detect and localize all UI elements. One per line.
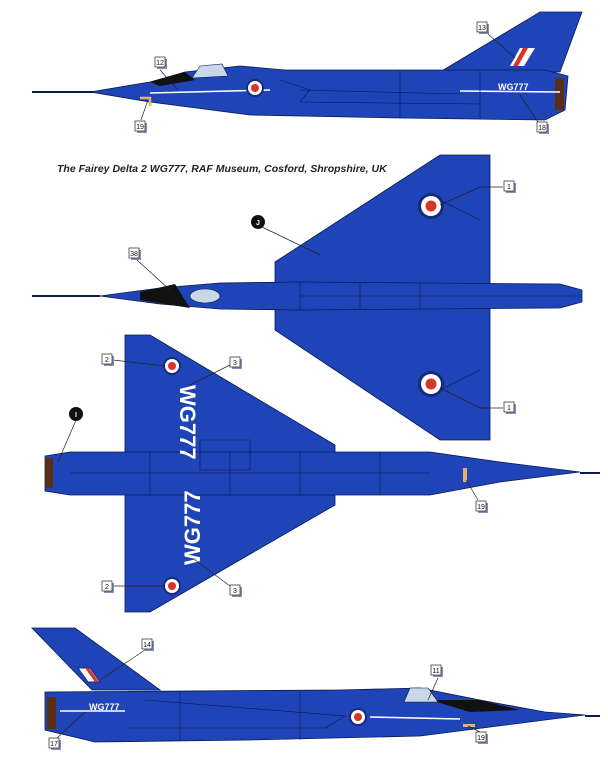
callout-label: 3 [233,360,237,367]
callout-11: 11 [427,664,443,701]
callout-label: 1 [507,405,511,412]
callout-label: 19 [477,735,485,742]
exhaust [555,78,564,110]
roundel-lower [163,577,181,595]
callout-label: 18 [538,125,546,132]
side-view-left: WG777 [32,11,583,121]
callout-label: 17 [50,741,58,748]
roundel [349,708,367,726]
fin-flash-red [85,668,99,682]
serial-marking: WG777 [498,82,529,92]
top-view [32,154,583,441]
callout-1-upper: 1 [439,180,516,206]
roundel [246,79,264,97]
cheatline [369,716,461,720]
callout-label: 13 [478,25,486,32]
roundel-lower [418,371,444,397]
marker-label: I [75,412,77,419]
canopy [189,288,221,304]
callout-3-upper: 3 [189,356,242,386]
marker-i: I [57,407,83,463]
fuselage [44,451,581,496]
callout-19-bottom: 19 [465,479,488,513]
callout-label: 11 [432,668,439,675]
callout-14: 14 [99,638,154,681]
canopy [403,687,439,703]
caption: The Fairey Delta 2 WG777, RAF Museum, Co… [57,163,387,175]
callout-1-lower: 1 [439,387,516,414]
side-view-right: WG777 [31,627,600,743]
callout-3-lower: 3 [194,559,242,597]
cheatline [459,90,561,93]
callout-18: 18 [519,94,549,134]
callout-17: 17 [48,711,86,750]
callout-label: 14 [143,642,151,649]
callout-19-top: 19 [134,99,149,133]
panel-lines [70,439,430,495]
callout-label: 3 [233,588,237,595]
panel-lines [279,70,481,118]
antiglare-panel [140,284,190,308]
callout-label: 19 [477,504,485,511]
bottom-view: WG777 WG777 [44,334,600,613]
marker-stripe [140,96,152,106]
callout-12: 12 [154,56,179,91]
marker-label: J [256,220,260,227]
callout-19-side: 19 [467,725,488,744]
fuselage [44,687,586,743]
callout-label: 1 [507,184,511,191]
callouts: 13 12 19 18 1 1 38 J 2 3 2 3 19 I 14 11 … [48,21,549,750]
marker-stripe [463,724,475,727]
callout-38: 38 [128,247,171,291]
callout-2-upper: 2 [101,353,166,367]
exhaust [47,697,56,729]
callout-label: 38 [130,251,138,258]
marker-j: J [251,215,321,256]
serial-marking-upper: WG777 [175,385,200,460]
callout-13: 13 [476,21,516,59]
antiglare-panel [430,700,520,712]
antiglare-panel [150,72,195,86]
serial-marking-lower: WG777 [180,490,205,565]
tail-fin [31,627,162,691]
panel-lines [299,199,580,391]
callout-label: 2 [105,357,109,364]
roundel-upper [163,357,181,375]
tail-fin [438,11,583,73]
roundel-upper [418,193,444,219]
callout-2-lower: 2 [101,580,165,593]
fin-flash-red [513,48,528,66]
canopy [191,63,229,79]
callout-label: 19 [136,124,144,131]
callout-label: 2 [105,584,109,591]
callout-label: 12 [156,60,164,67]
panel-lines [130,692,346,740]
exhaust [45,458,53,488]
serial-marking: WG777 [89,702,120,712]
marker-stripe [463,468,467,482]
